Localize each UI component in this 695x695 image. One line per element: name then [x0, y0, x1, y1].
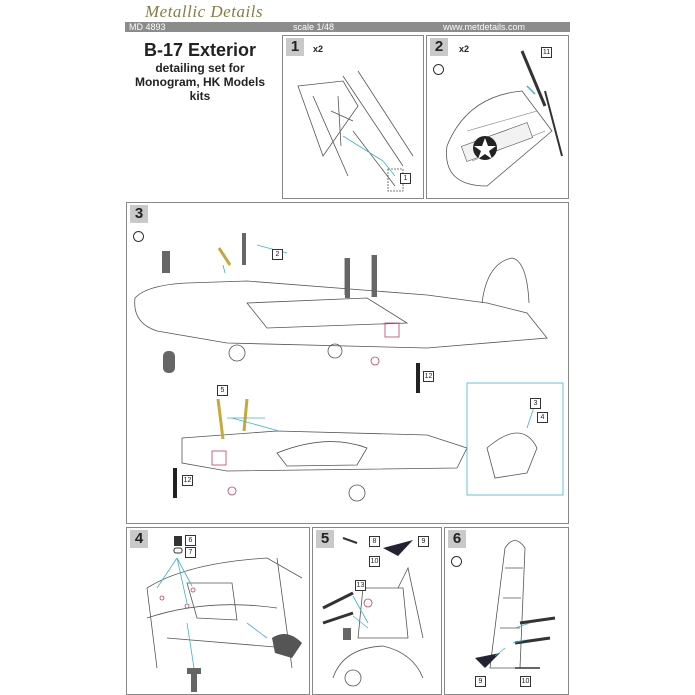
step-number: 4: [130, 530, 148, 548]
part-label-1: 1: [400, 173, 411, 184]
step-number: 1: [286, 38, 304, 56]
header-bar: MD 4893 scale 1/48 www.metdetails.com: [125, 22, 570, 32]
step-3-panel: 3: [126, 202, 569, 524]
step-1-panel: 1 x2 1: [282, 35, 424, 199]
step-number: 6: [448, 530, 466, 548]
step-1-drawing: [297, 70, 414, 192]
website-url: www.metdetails.com: [443, 22, 526, 32]
part-label-8: 8: [369, 536, 380, 547]
part-label-5: 5: [217, 385, 228, 396]
clock-icon: [433, 64, 444, 75]
part-label-9: 9: [475, 676, 486, 687]
part-label-7: 7: [185, 547, 196, 558]
part-label-10: 10: [369, 556, 380, 567]
part-label-2: 2: [272, 249, 283, 260]
step-5-drawing: [322, 537, 424, 687]
step-6-drawing: [475, 540, 556, 669]
step-5-panel: 5 8 9 10 13: [312, 527, 442, 695]
scale-label: scale 1/48: [293, 22, 335, 32]
clock-icon: [133, 231, 144, 242]
part-label-3: 3: [530, 398, 541, 409]
subtitle-line-2: Monogram, HK Models kits: [134, 75, 265, 103]
step-6-panel: 6 9 10: [444, 527, 569, 695]
step-4-drawing: [146, 536, 303, 692]
step-2-panel: 2 x2 11: [426, 35, 569, 199]
step-number: 3: [130, 205, 148, 223]
title-block: B-17 Exterior detailing set for Monogram…: [130, 40, 270, 103]
step-2-drawing: [446, 50, 563, 187]
part-label-12: 12: [423, 371, 434, 382]
page-title: B-17 Exterior: [143, 40, 257, 60]
part-label-12: 12: [182, 475, 193, 486]
step-3-drawing: [134, 233, 564, 502]
clock-icon: [451, 556, 462, 567]
part-label-13: 13: [355, 580, 366, 591]
product-code: MD 4893: [129, 22, 166, 32]
step-number: 5: [316, 530, 334, 548]
part-label-11: 11: [541, 47, 552, 58]
part-label-9: 9: [418, 536, 429, 547]
subtitle-line-1: detailing set for: [155, 61, 245, 75]
brand-logo: Metallic Details: [145, 2, 264, 21]
quantity-label: x2: [313, 44, 324, 54]
step-number: 2: [430, 38, 448, 56]
part-label-10: 10: [520, 676, 531, 687]
part-label-4: 4: [537, 412, 548, 423]
part-label-6: 6: [185, 535, 196, 546]
step-4-panel: 4 6 7: [126, 527, 310, 695]
quantity-label: x2: [459, 44, 470, 54]
